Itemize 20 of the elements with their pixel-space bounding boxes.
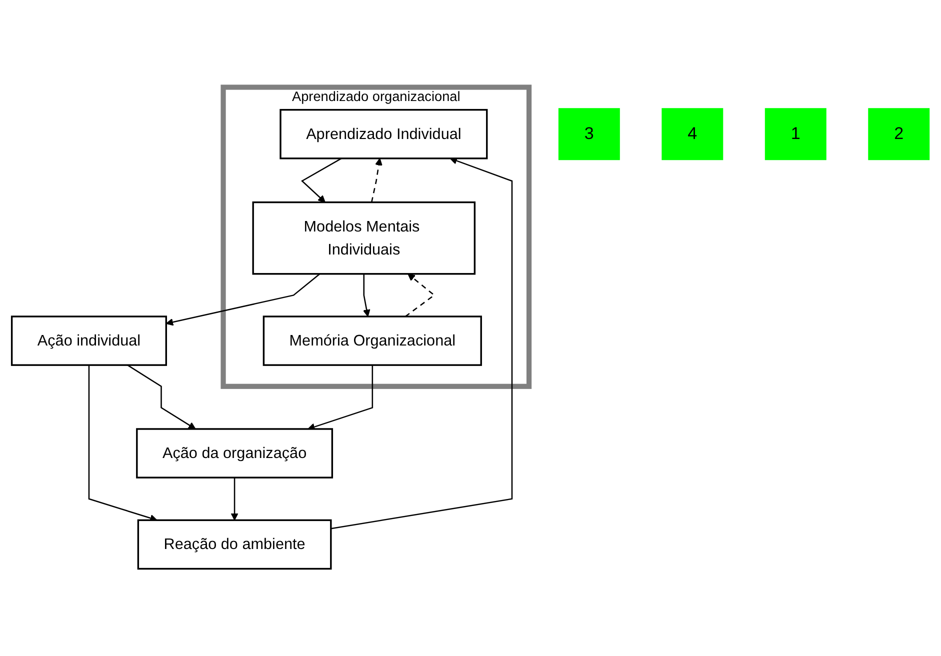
node-box: 3 bbox=[558, 108, 620, 160]
arrow bbox=[88, 365, 158, 522]
node-box: Aprendizado Individual bbox=[280, 108, 488, 160]
node-box: 1 bbox=[764, 108, 826, 160]
node-box: Modelos Mentais Individuais bbox=[252, 201, 476, 275]
arrow bbox=[370, 158, 382, 202]
arrow bbox=[308, 365, 374, 430]
arrow bbox=[230, 478, 238, 521]
node-box: Ação da organização bbox=[136, 428, 334, 478]
arrow bbox=[127, 364, 196, 430]
arrow bbox=[362, 274, 370, 317]
node-box: Reação do ambiente bbox=[137, 519, 332, 570]
node-box: 4 bbox=[662, 108, 724, 160]
arrow bbox=[330, 157, 513, 530]
node-box: Memória Organizacional bbox=[262, 316, 482, 366]
node-box: 2 bbox=[868, 108, 930, 160]
arrow bbox=[404, 274, 436, 317]
arrow bbox=[166, 273, 320, 326]
arrow bbox=[301, 158, 342, 203]
node-box: Ação individual bbox=[10, 316, 167, 366]
